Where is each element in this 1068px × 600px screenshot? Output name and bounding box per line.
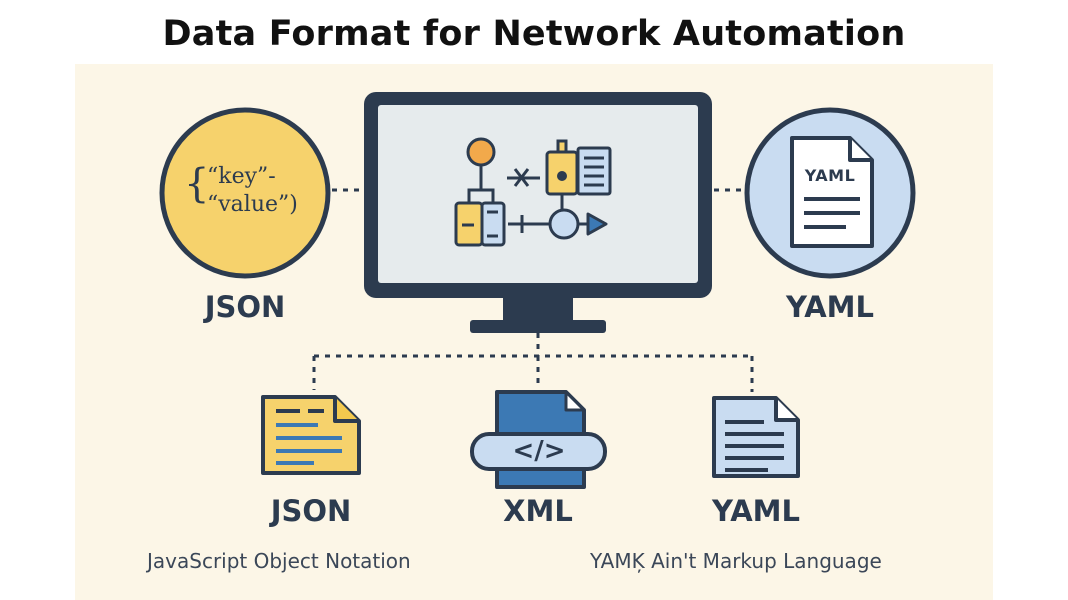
monitor-icon [364, 92, 712, 333]
network-automation-icon [454, 137, 612, 247]
yaml-subtitle: YAMĶ Ain't Markup Language [590, 549, 882, 573]
connector-lines [312, 188, 754, 392]
yaml-circle-doc-text: YAML [804, 166, 856, 185]
json-bubble-line1: “key”- [207, 164, 276, 189]
page-title: Data Format for Network Automation [162, 14, 906, 54]
yaml-circle-icon [744, 107, 916, 279]
bottom-xml-label: XML [503, 494, 573, 528]
top-json-label: JSON [204, 290, 286, 324]
json-subtitle: JavaScript Object Notation [147, 549, 411, 573]
bottom-json-label: JSON [270, 494, 352, 528]
json-bubble-icon [159, 107, 331, 279]
xml-document-icon [470, 390, 607, 489]
yaml-document-icon [712, 396, 800, 478]
bottom-yaml-label: YAML [711, 494, 800, 528]
top-yaml-label: YAML [785, 290, 874, 324]
json-bubble-line2: “value”) [207, 192, 298, 217]
xml-tag-text: </> [512, 436, 566, 466]
json-document-icon [261, 395, 361, 475]
json-bubble-brace: { [184, 161, 210, 207]
